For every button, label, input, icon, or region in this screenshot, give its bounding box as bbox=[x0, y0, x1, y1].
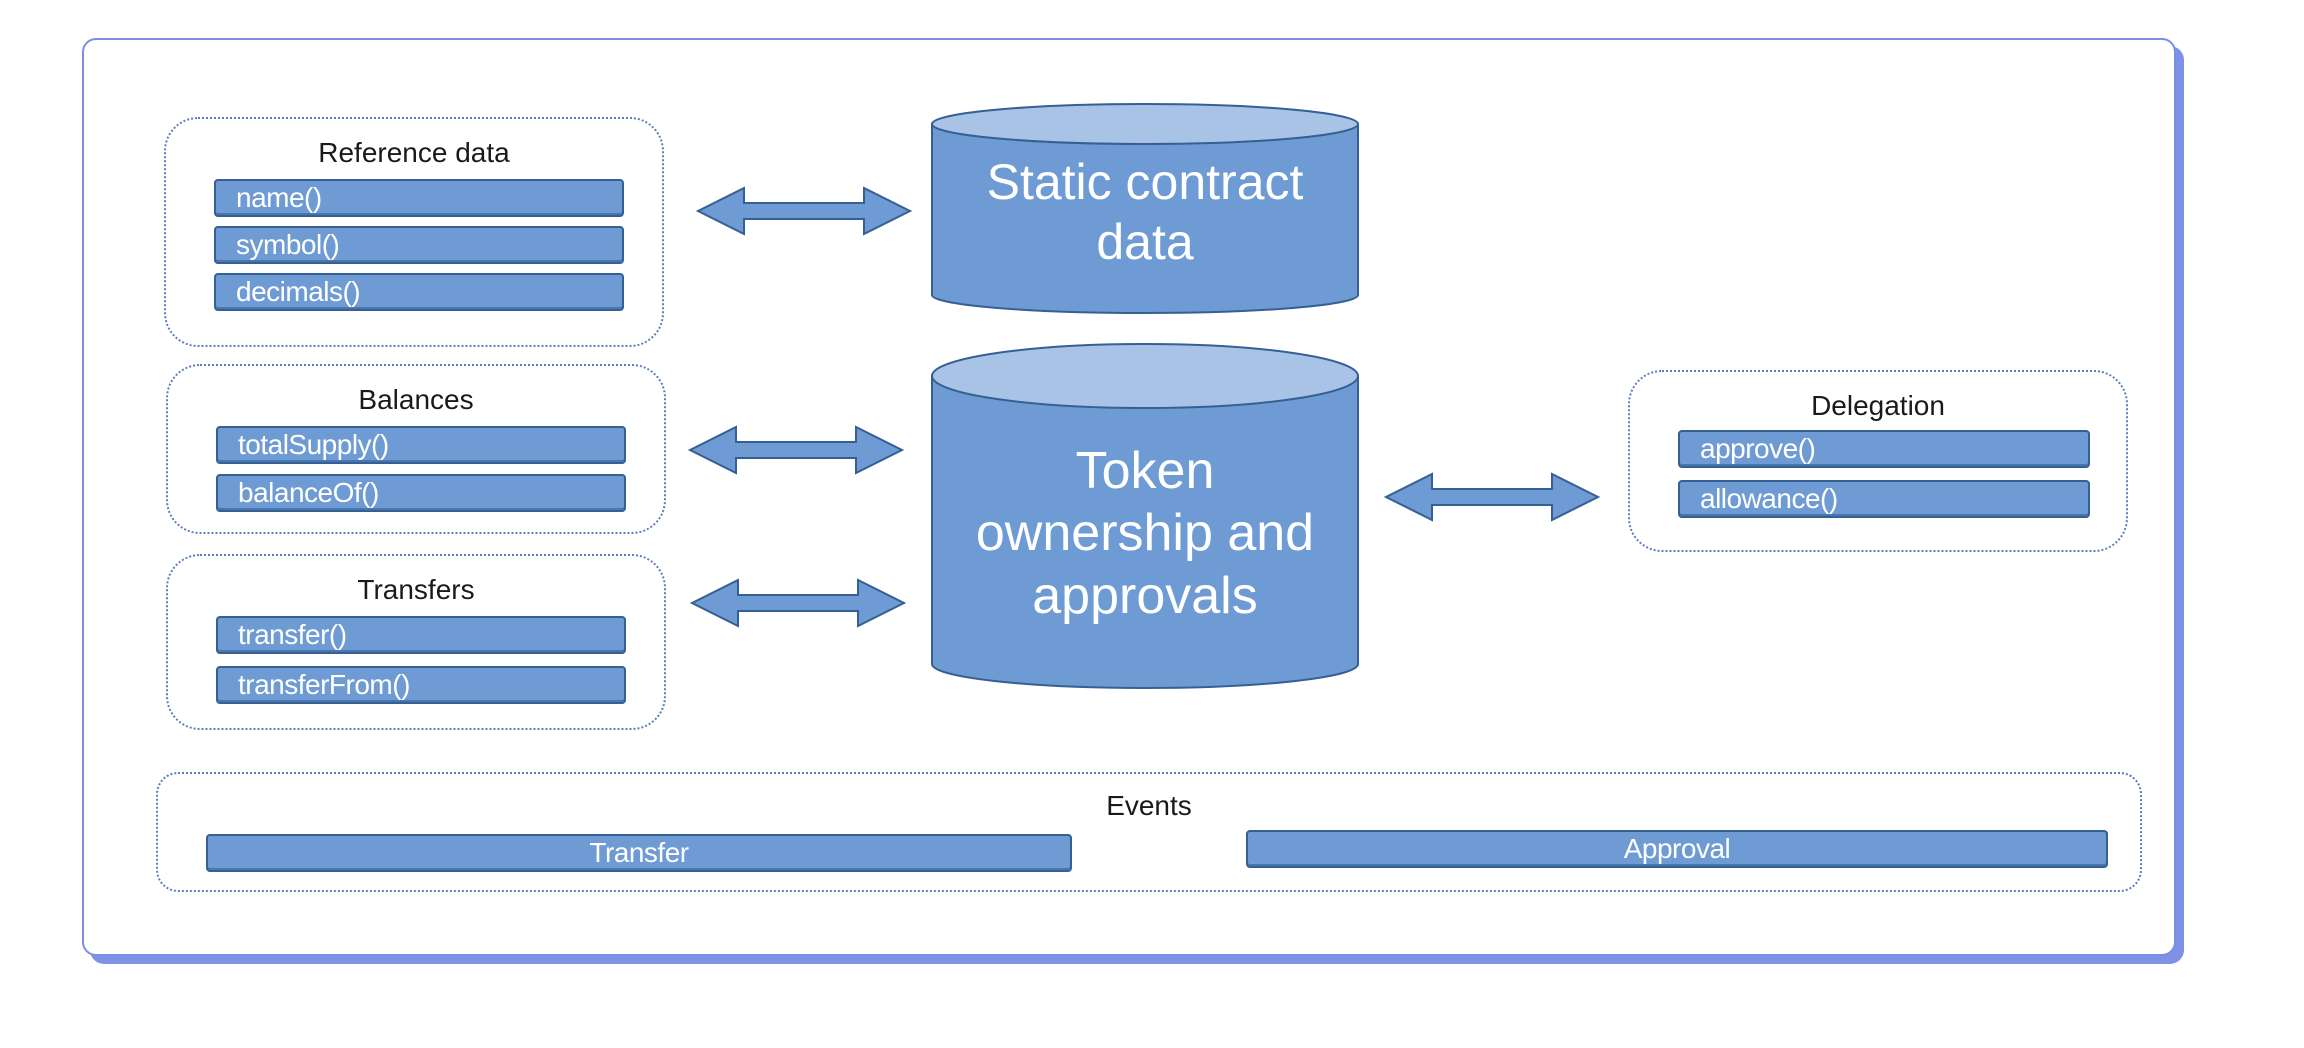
allowance-function[interactable]: allowance() bbox=[1678, 480, 2090, 518]
transfer-function[interactable]: transfer() bbox=[216, 616, 626, 654]
balances-title: Balances bbox=[358, 384, 474, 415]
balances-group: Balances totalSupply() balanceOf() bbox=[166, 364, 666, 534]
static-label-line-2: data bbox=[1096, 214, 1194, 270]
events-title: Events bbox=[1106, 790, 1192, 821]
token-label-line-2: ownership and bbox=[975, 504, 1315, 563]
balances-token-arrow bbox=[687, 425, 905, 475]
name-function[interactable]: name() bbox=[214, 179, 624, 217]
symbol-function[interactable]: symbol() bbox=[214, 226, 624, 264]
transfer-event[interactable]: Transfer bbox=[206, 834, 1072, 872]
approval-event[interactable]: Approval bbox=[1246, 830, 2108, 868]
token-label-line-3: approvals bbox=[1032, 566, 1258, 625]
transfers-token-arrow bbox=[689, 578, 907, 628]
static-label-line-1: Static contract bbox=[986, 154, 1304, 210]
delegation-title: Delegation bbox=[1811, 390, 1945, 421]
static-contract-data-label: Static contract data bbox=[930, 152, 1360, 272]
decimals-function[interactable]: decimals() bbox=[214, 273, 624, 311]
events-group: Events Transfer Approval bbox=[156, 772, 2142, 892]
approve-function[interactable]: approve() bbox=[1678, 430, 2090, 468]
reference-data-title: Reference data bbox=[318, 137, 510, 168]
transfers-group: Transfers transfer() transferFrom() bbox=[166, 554, 666, 730]
token-label-line-1: Token bbox=[1075, 442, 1215, 500]
delegation-group: Delegation approve() allowance() bbox=[1628, 370, 2128, 552]
token-ownership-label: Token ownership and approvals bbox=[930, 440, 1360, 627]
transfer-from-function[interactable]: transferFrom() bbox=[216, 666, 626, 704]
token-ownership-cylinder bbox=[931, 343, 1359, 689]
token-delegation-arrow bbox=[1383, 472, 1601, 522]
transfers-title: Transfers bbox=[357, 574, 475, 605]
reference-static-arrow bbox=[695, 186, 913, 236]
balance-of-function[interactable]: balanceOf() bbox=[216, 474, 626, 512]
reference-data-group: Reference data name() symbol() decimals(… bbox=[164, 117, 664, 347]
static-contract-data-cylinder bbox=[931, 103, 1359, 314]
total-supply-function[interactable]: totalSupply() bbox=[216, 426, 626, 464]
